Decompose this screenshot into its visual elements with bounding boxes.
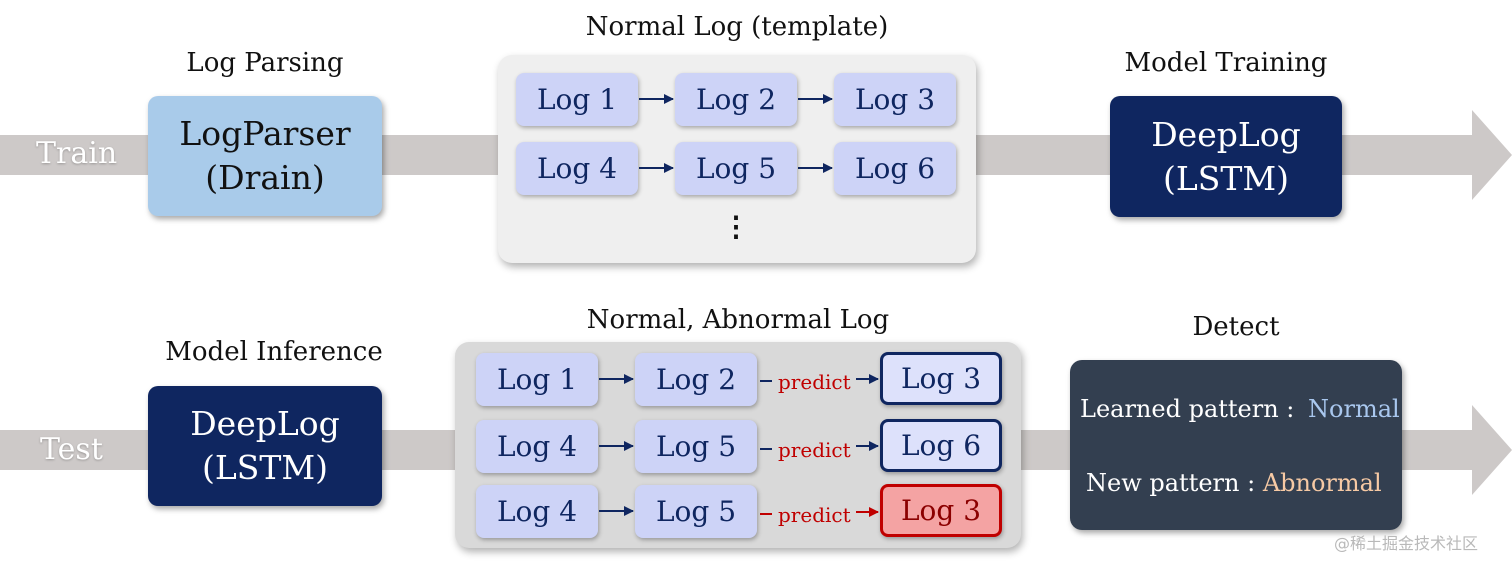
deeplog-test-line1: DeepLog bbox=[190, 404, 340, 443]
train-label: Train bbox=[36, 136, 118, 171]
test-log-r3-a: Log 4 bbox=[476, 485, 598, 538]
ellipsis-icon: ⋮ bbox=[722, 210, 750, 243]
predict-label-r1: predict bbox=[778, 370, 851, 394]
deeplog-train-line2: (LSTM) bbox=[1162, 158, 1290, 198]
test-log-r2-c: Log 6 bbox=[880, 419, 1002, 472]
new-pattern-label: New pattern : bbox=[1086, 469, 1256, 497]
new-pattern-line: New pattern : Abnormal bbox=[1086, 469, 1382, 497]
test-log-r1-b: Log 2 bbox=[635, 353, 757, 406]
model-inference-caption: Model Inference bbox=[165, 337, 383, 367]
learned-pattern-label: Learned pattern : bbox=[1080, 395, 1295, 423]
learned-pattern-line: Learned pattern : Normal bbox=[1080, 395, 1400, 423]
test-log-r2-a: Log 4 bbox=[476, 420, 598, 473]
test-log-r2-b: Log 5 bbox=[635, 420, 757, 473]
detect-caption: Detect bbox=[1192, 312, 1280, 342]
train-log-r1-1: Log 1 bbox=[516, 73, 638, 126]
test-log-r3-b: Log 5 bbox=[635, 485, 757, 538]
test-log-r1-c: Log 3 bbox=[880, 352, 1002, 405]
logparser-line1: LogParser bbox=[179, 114, 351, 153]
new-pattern-value: Abnormal bbox=[1262, 469, 1382, 497]
model-training-caption: Model Training bbox=[1124, 48, 1328, 78]
deeplog-train-line1: DeepLog bbox=[1151, 114, 1301, 154]
deeplog-test-box: DeepLog (LSTM) bbox=[148, 386, 382, 506]
test-label: Test bbox=[40, 432, 103, 467]
train-log-r2-1: Log 4 bbox=[516, 142, 638, 195]
deeplog-train-box: DeepLog (LSTM) bbox=[1110, 96, 1342, 217]
train-log-r1-2: Log 2 bbox=[675, 73, 797, 126]
deeplog-test-line2: (LSTM) bbox=[201, 448, 329, 487]
detect-box bbox=[1070, 360, 1402, 530]
test-log-r3-c: Log 3 bbox=[880, 484, 1002, 537]
log-parsing-caption: Log Parsing bbox=[186, 48, 344, 78]
logparser-line2: (Drain) bbox=[205, 158, 325, 197]
train-log-r1-3: Log 3 bbox=[834, 73, 956, 126]
predict-label-r3: predict bbox=[778, 503, 851, 527]
learned-pattern-value: Normal bbox=[1308, 395, 1400, 423]
watermark: @稀土掘金技术社区 bbox=[1334, 534, 1479, 553]
normal-log-caption: Normal Log (template) bbox=[585, 12, 889, 42]
predict-label-r2: predict bbox=[778, 438, 851, 462]
logparser-box: LogParser (Drain) bbox=[148, 96, 382, 216]
mixed-log-caption: Normal, Abnormal Log bbox=[586, 305, 890, 335]
train-log-r2-3: Log 6 bbox=[834, 142, 956, 195]
test-log-r1-a: Log 1 bbox=[476, 353, 598, 406]
train-log-r2-2: Log 5 bbox=[675, 142, 797, 195]
